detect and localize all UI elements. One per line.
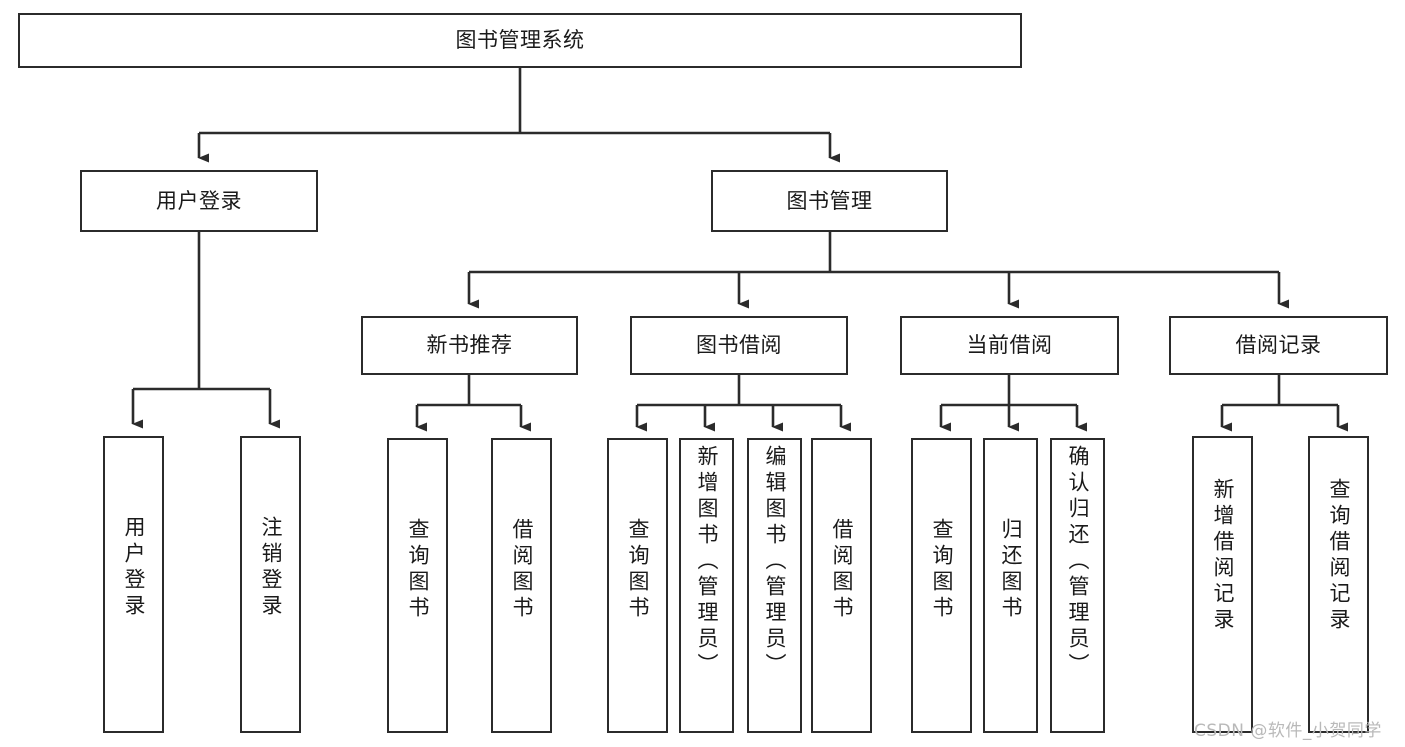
node-leaf-edit-book-label: 编辑图书（管理员）	[763, 445, 787, 679]
node-leaf-confirm-return[interactable]: 确认归还（管理员）	[1050, 438, 1105, 733]
node-leaf-confirm-return-label: 确认归还（管理员）	[1066, 445, 1090, 679]
node-book-borrow-label: 图书借阅	[696, 333, 782, 358]
node-new-book-recommend-label: 新书推荐	[426, 333, 513, 358]
node-leaf-query-book-2[interactable]: 查询图书	[607, 438, 668, 733]
node-leaf-query-book-1-label: 查询图书	[406, 518, 430, 622]
csdn-watermark: CSDN @软件_小贺同学	[1194, 721, 1382, 741]
new-book-recommend-to-leaves-connectors	[415, 375, 531, 432]
node-leaf-add-record[interactable]: 新增借阅记录	[1192, 436, 1253, 733]
node-leaf-borrow-book-2[interactable]: 借阅图书	[811, 438, 872, 733]
node-current-borrow[interactable]: 当前借阅	[900, 316, 1119, 375]
node-leaf-query-book-3[interactable]: 查询图书	[911, 438, 972, 733]
node-leaf-add-record-label: 新增借阅记录	[1211, 478, 1235, 634]
node-current-borrow-label: 当前借阅	[966, 333, 1053, 358]
node-user-login[interactable]: 用户登录	[80, 170, 318, 232]
node-leaf-return-book-label: 归还图书	[999, 518, 1023, 622]
book-management-to-level3-connectors	[467, 232, 1289, 309]
node-leaf-query-record[interactable]: 查询借阅记录	[1308, 436, 1369, 733]
current-borrow-to-leaves-connectors	[939, 375, 1087, 432]
node-book-management[interactable]: 图书管理	[711, 170, 948, 232]
book-borrow-to-leaves-connectors	[635, 375, 851, 432]
node-root[interactable]: 图书管理系统	[18, 13, 1022, 68]
node-leaf-query-book-1[interactable]: 查询图书	[387, 438, 448, 733]
node-borrow-record[interactable]: 借阅记录	[1169, 316, 1388, 375]
node-leaf-add-book[interactable]: 新增图书（管理员）	[679, 438, 734, 733]
root-to-level2-connectors	[197, 68, 840, 163]
node-root-label: 图书管理系统	[455, 28, 585, 53]
borrow-record-to-leaves-connectors	[1220, 375, 1348, 432]
node-user-login-label: 用户登录	[156, 188, 242, 213]
node-leaf-borrow-book-2-label: 借阅图书	[830, 518, 854, 622]
node-leaf-borrow-book-1-label: 借阅图书	[510, 518, 534, 622]
node-book-borrow[interactable]: 图书借阅	[630, 316, 848, 375]
node-leaf-query-book-3-label: 查询图书	[930, 518, 954, 622]
node-leaf-return-book[interactable]: 归还图书	[983, 438, 1038, 733]
node-book-management-label: 图书管理	[786, 188, 873, 213]
node-leaf-logout[interactable]: 注销登录	[240, 436, 301, 733]
user-login-to-leaves-connectors	[131, 232, 280, 429]
node-new-book-recommend[interactable]: 新书推荐	[361, 316, 578, 375]
node-leaf-add-book-label: 新增图书（管理员）	[695, 445, 719, 679]
node-leaf-user-login-label: 用户登录	[122, 516, 146, 620]
node-leaf-query-book-2-label: 查询图书	[626, 518, 650, 622]
node-leaf-user-login[interactable]: 用户登录	[103, 436, 164, 733]
node-leaf-logout-label: 注销登录	[259, 516, 283, 620]
node-leaf-borrow-book-1[interactable]: 借阅图书	[491, 438, 552, 733]
node-leaf-query-record-label: 查询借阅记录	[1327, 478, 1351, 634]
node-borrow-record-label: 借阅记录	[1235, 333, 1322, 358]
node-leaf-edit-book[interactable]: 编辑图书（管理员）	[747, 438, 802, 733]
